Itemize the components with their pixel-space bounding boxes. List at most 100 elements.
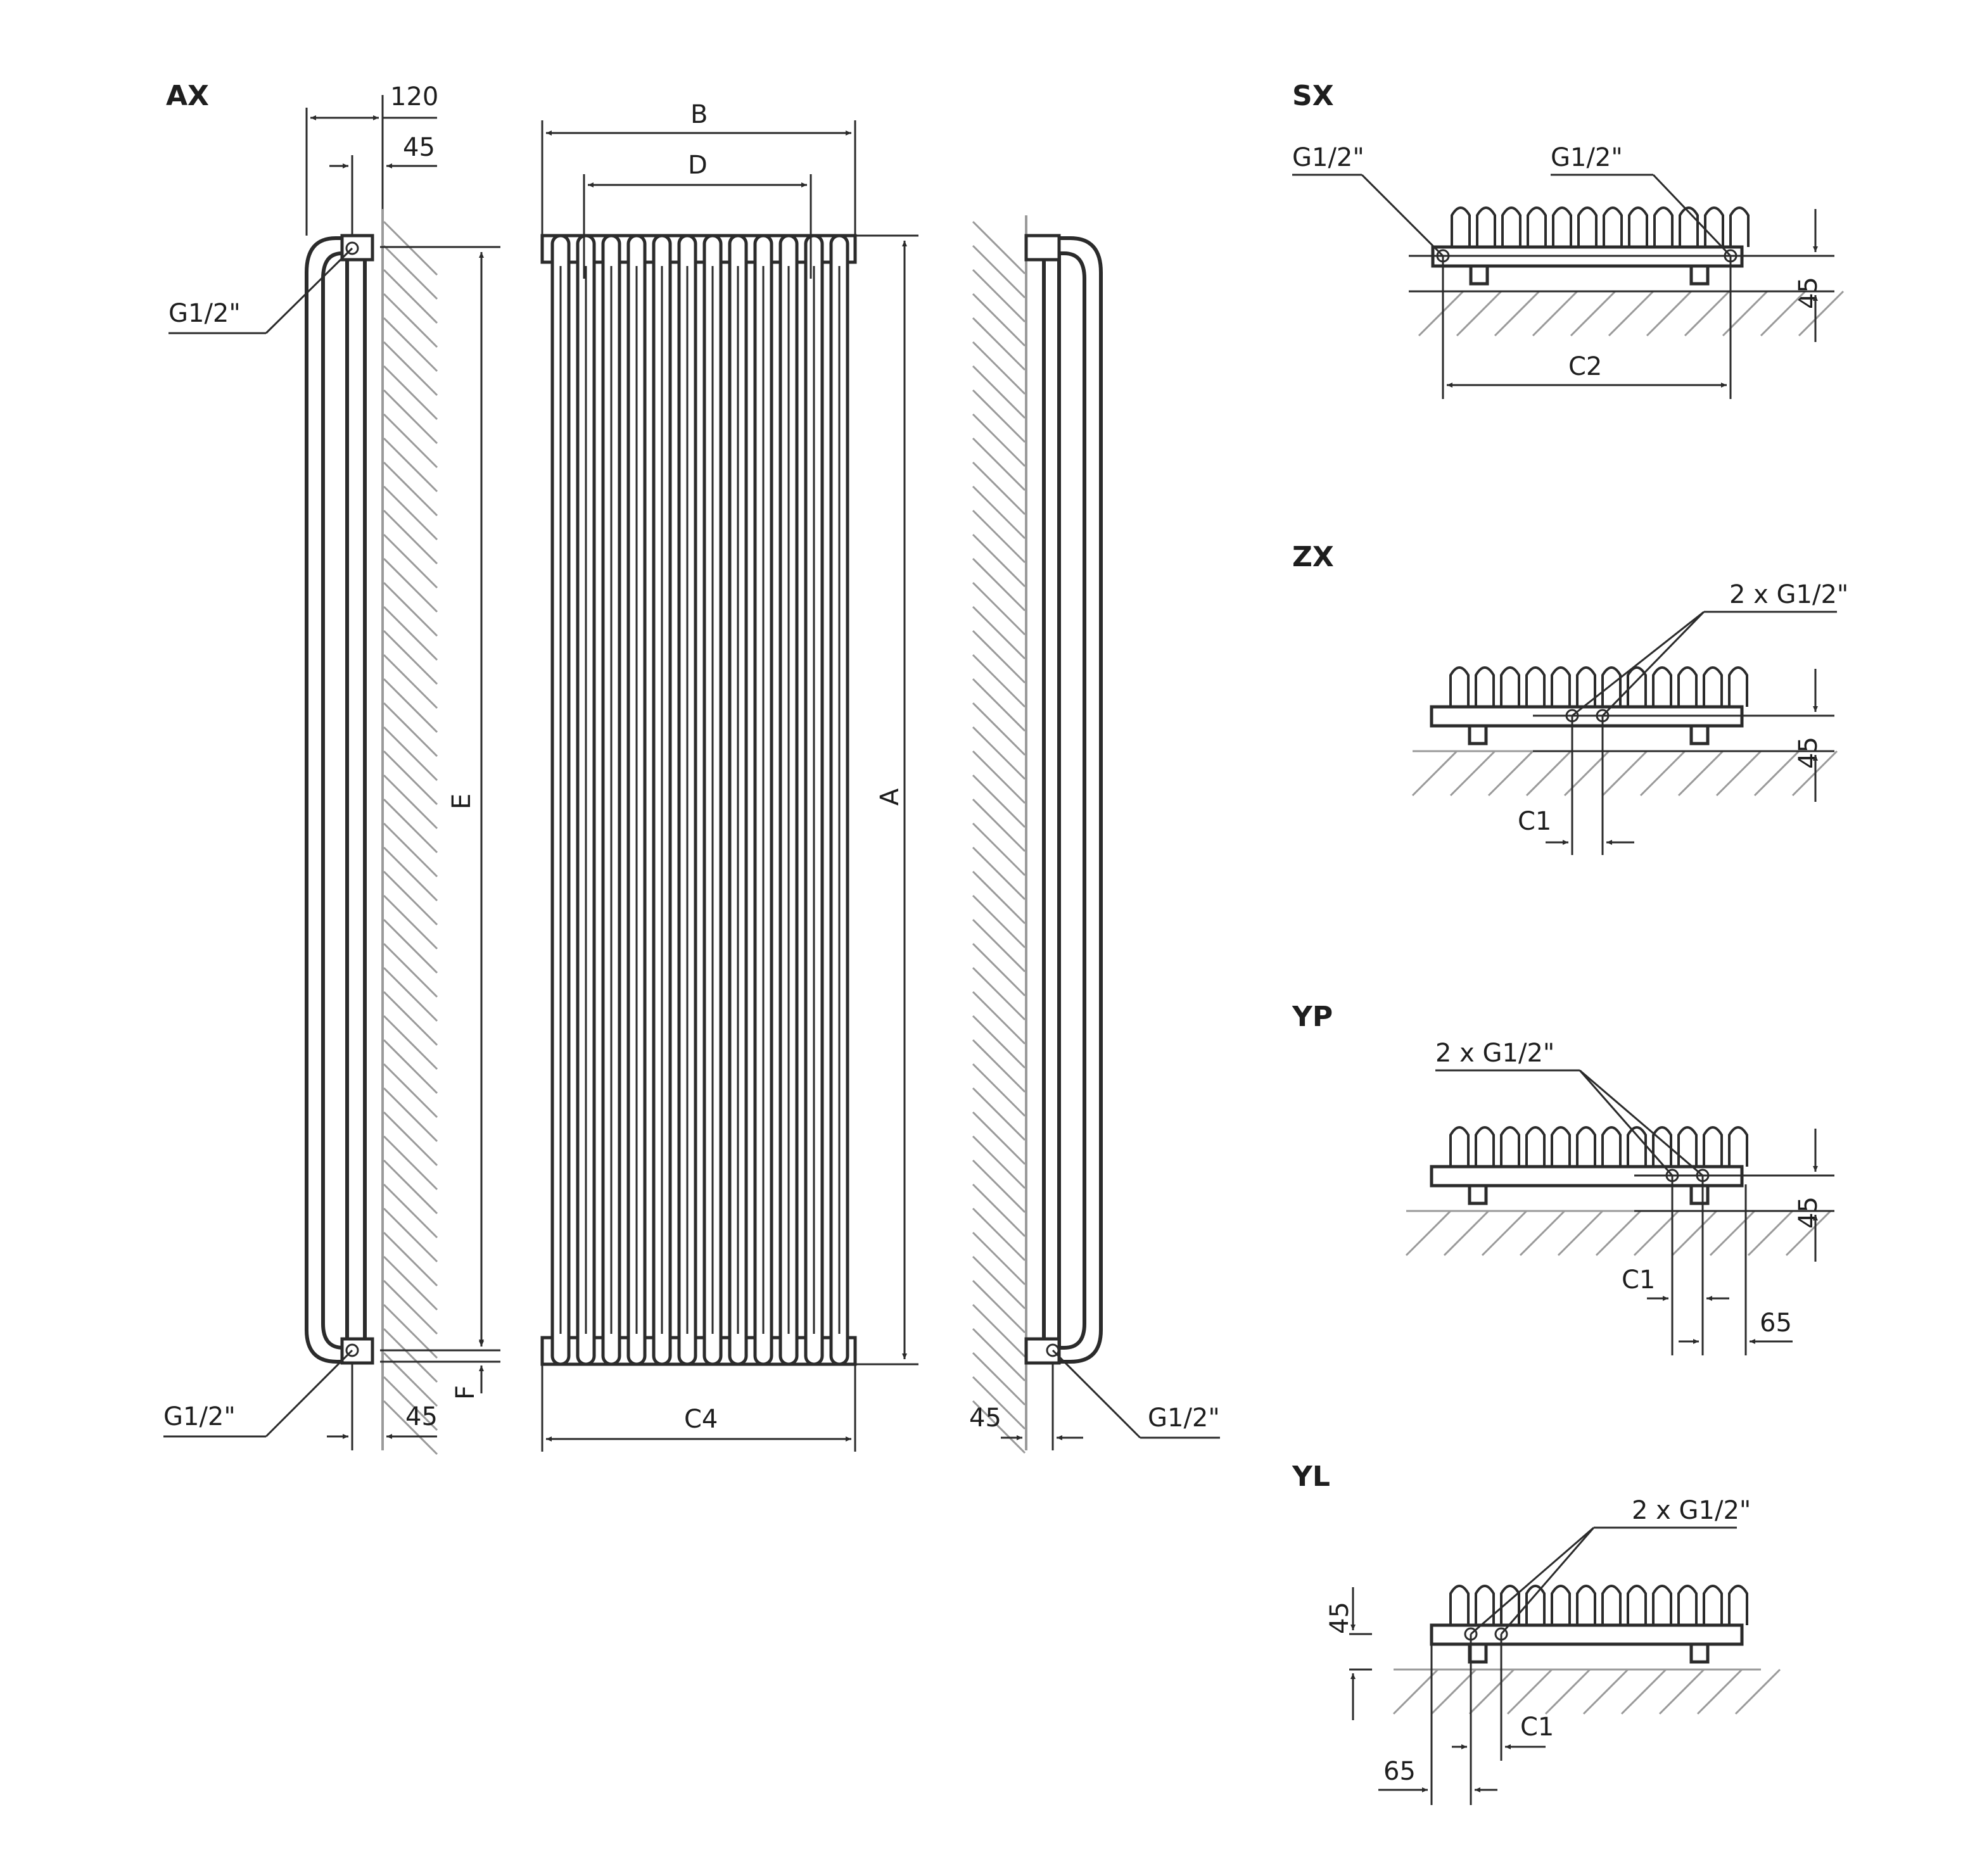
floor-hatch <box>1468 1668 1515 1715</box>
floor-hatch <box>1696 1668 1743 1715</box>
hatch-line <box>383 365 438 421</box>
hatch-line <box>383 1303 438 1359</box>
hatch-line <box>383 702 438 757</box>
floor-hatch <box>1411 750 1458 797</box>
plan-fin <box>1728 1585 1748 1625</box>
leader <box>1579 1070 1674 1176</box>
floor-hatch <box>1601 750 1648 797</box>
yl-conn-label: 2 x G1/2" <box>1632 1496 1751 1525</box>
plan-fin <box>1728 1126 1748 1167</box>
ax-dim-120: 120 <box>390 82 438 111</box>
leader <box>1470 1526 1594 1635</box>
floor-hatch <box>1405 1210 1452 1257</box>
leader <box>1579 1069 1703 1177</box>
leader <box>1361 174 1444 257</box>
hatch-line <box>383 1015 438 1070</box>
hatch-line <box>383 1111 438 1167</box>
hatch-line <box>972 750 1026 804</box>
leader <box>1601 611 1705 717</box>
floor-hatch <box>1760 290 1807 337</box>
hatch-line <box>972 1376 1026 1430</box>
hatch-line <box>383 605 438 661</box>
hatch-line <box>972 1400 1026 1454</box>
floor-hatch <box>1715 750 1762 797</box>
floor-hatch <box>1494 290 1540 337</box>
floor-hatch <box>1595 1210 1642 1257</box>
hatch-line <box>972 798 1026 852</box>
hatch-line <box>972 1183 1026 1238</box>
hatch-line <box>972 846 1026 901</box>
hatch-line <box>383 533 438 589</box>
hatch-line <box>972 678 1026 732</box>
hatch-line <box>383 220 438 276</box>
floor-hatch <box>1430 1668 1477 1715</box>
hatch-line <box>383 750 438 806</box>
plan-foot <box>1468 1642 1488 1664</box>
floor-hatch <box>1684 290 1731 337</box>
yl-dim-45: 45 <box>1325 1602 1354 1634</box>
plan-fin <box>1576 1585 1596 1625</box>
plan-fin <box>1476 206 1496 247</box>
hatch-line <box>383 1400 438 1455</box>
hatch-line <box>383 894 438 950</box>
hatch-line <box>383 437 438 493</box>
hatch-line <box>972 774 1026 828</box>
ax-outer-tube-inner-edge <box>321 251 355 1350</box>
plan-foot <box>1468 724 1488 745</box>
ax-bottom-port-icon <box>345 1343 359 1357</box>
hatch-line <box>972 1231 1026 1286</box>
floor-hatch <box>1443 1210 1490 1257</box>
floor-hatch <box>1658 1668 1705 1715</box>
right-connection-label: G1/2" <box>1148 1404 1220 1433</box>
hatch-line <box>972 293 1026 347</box>
plan-foot <box>1689 1642 1710 1664</box>
ax-outer-tube <box>305 236 355 1364</box>
hatch-line <box>972 485 1026 540</box>
plan-fin <box>1728 666 1748 707</box>
zx-conn-label: 2 x G1/2" <box>1729 580 1848 609</box>
plan-fin <box>1501 206 1521 247</box>
floor-hatch <box>1525 750 1572 797</box>
hatch-line <box>972 533 1026 588</box>
plan-fin <box>1576 1126 1596 1167</box>
hatch-line <box>383 1279 438 1335</box>
sx-dim-c2: C2 <box>1568 352 1602 381</box>
hatch-line <box>383 581 438 637</box>
hatch-line <box>383 1087 438 1143</box>
plan-fin <box>1475 666 1495 707</box>
plan-fin <box>1449 666 1470 707</box>
hatch-line <box>383 870 438 926</box>
hatch-line <box>972 630 1026 684</box>
ax-title: AX <box>166 80 209 112</box>
hatch-line <box>383 846 438 902</box>
hatch-line <box>383 678 438 733</box>
plan-foot <box>1468 1184 1488 1205</box>
right-wall-hatching <box>972 220 1026 1454</box>
floor-hatch <box>1519 1210 1566 1257</box>
leader <box>1652 174 1732 257</box>
hatch-line <box>972 389 1026 443</box>
hatch-line <box>972 1087 1026 1141</box>
hatch-line <box>972 991 1026 1045</box>
plan-fin <box>1627 666 1647 707</box>
hatch-line <box>383 389 438 445</box>
floor-hatch <box>1570 290 1617 337</box>
hatch-line <box>972 1303 1026 1358</box>
hatch-line <box>383 822 438 878</box>
hatch-line <box>383 317 438 372</box>
hatch-line <box>972 509 1026 564</box>
floor-hatch <box>1753 750 1800 797</box>
plan-fin <box>1703 1585 1723 1625</box>
plan-fin <box>1601 1585 1622 1625</box>
hatch-line <box>383 1183 438 1239</box>
plan-fin <box>1577 206 1598 247</box>
hatch-line <box>972 341 1026 395</box>
ax-wall-hatching <box>383 220 438 1455</box>
hatch-line <box>972 967 1026 1021</box>
hatch-line <box>383 1328 438 1383</box>
hatch-line <box>383 1376 438 1431</box>
floor-hatch <box>1785 1210 1832 1257</box>
plan-fin <box>1449 1126 1470 1167</box>
hatch-line <box>972 365 1026 419</box>
yl-title: YL <box>1292 1461 1330 1493</box>
